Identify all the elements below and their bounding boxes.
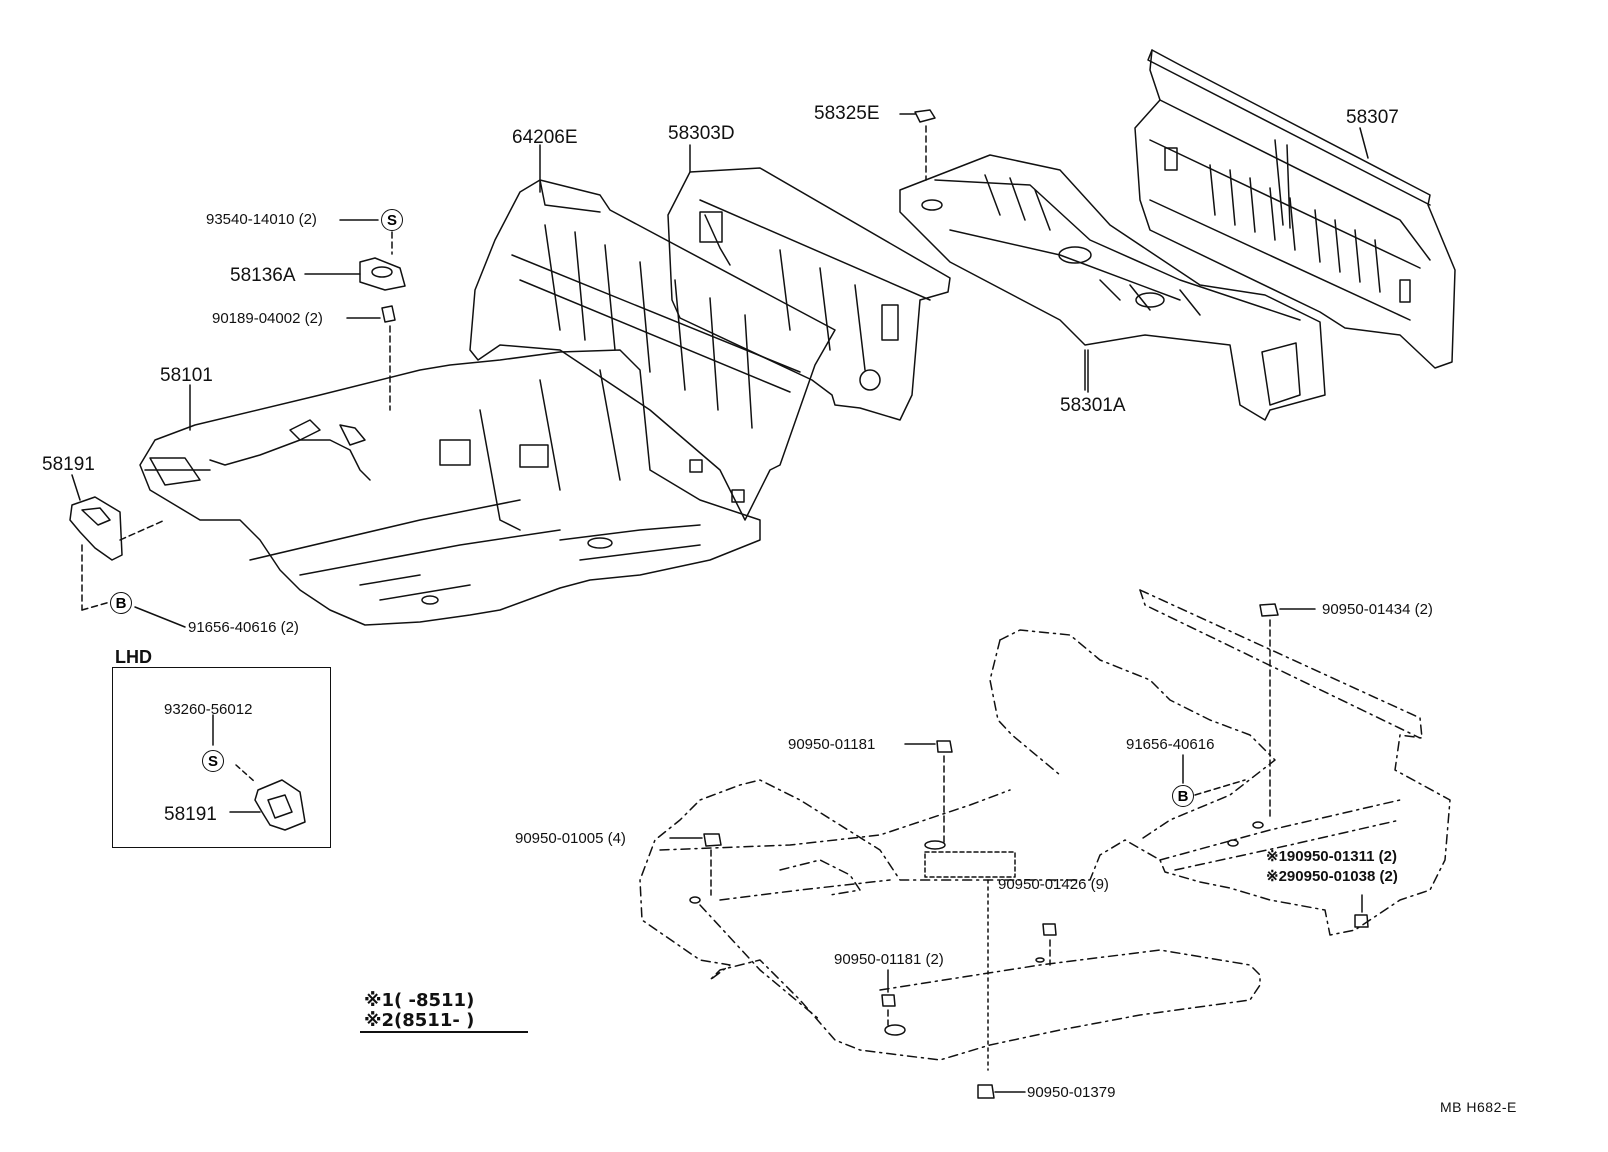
label-90950-01434: 90950-01434 (2): [1322, 601, 1433, 618]
leaders-58136a-group: [304, 219, 406, 411]
label-90950-01181-2: 90950-01181 (2): [834, 951, 944, 968]
leader-58307: [1359, 127, 1369, 159]
label-58307: 58307: [1346, 107, 1399, 128]
nut-90950-01311: [1354, 894, 1369, 928]
grommet-90950-01181-2: [881, 969, 896, 1026]
label-90950-01005: 90950-01005 (4): [515, 830, 626, 847]
label-58301a: 58301A: [1060, 395, 1126, 416]
label-58303d: 58303D: [668, 123, 735, 144]
label-90189-04002: 90189-04002 (2): [212, 310, 323, 327]
lhd-detail-drawing: [212, 714, 306, 831]
note-2: ※2(8511- ): [364, 1010, 475, 1031]
panel-58307: [1134, 49, 1456, 369]
label-91656-40616-lower: 91656-40616: [1126, 736, 1215, 753]
clip-91656-40616: [1182, 754, 1246, 796]
panel-58303d: [667, 167, 951, 421]
bracket-58191: [69, 474, 186, 628]
grommet-90950-01005: [669, 833, 722, 896]
s-symbol-lhd: S: [202, 750, 224, 772]
label-93540-14010: 93540-14010 (2): [206, 211, 317, 228]
note-underline: [360, 1031, 528, 1033]
label-90950-01181: 90950-01181: [788, 736, 876, 753]
label-58191: 58191: [42, 454, 95, 475]
diagram-code: MB H682-E: [1440, 1099, 1517, 1115]
label-90950-01311: ※190950-01311 (2): [1266, 848, 1398, 865]
label-64206e: 64206E: [512, 127, 578, 148]
grommet-90950-01181: [904, 740, 953, 846]
label-58101: 58101: [160, 365, 213, 386]
silencer-assembly-dashed: [639, 589, 1451, 1061]
label-58136a: 58136A: [230, 265, 296, 286]
label-58191-lhd: 58191: [164, 804, 217, 825]
label-58325e: 58325E: [814, 103, 880, 124]
panel-58301a: [899, 154, 1326, 421]
note-1: ※1( -8511): [364, 990, 475, 1011]
grommet-90950-01426: [987, 879, 1057, 1071]
b-symbol: B: [110, 592, 132, 614]
label-91656-40616: 91656-40616 (2): [188, 619, 299, 636]
lhd-title: LHD: [115, 647, 152, 667]
nut-90950-01379: [977, 1084, 1026, 1099]
grommet-90950-01434: [1259, 603, 1316, 821]
label-93260-56012: 93260-56012: [164, 701, 253, 718]
fastener-holes: [689, 821, 1264, 1036]
b-symbol-lower: B: [1172, 785, 1194, 807]
s-symbol: S: [381, 209, 403, 231]
plug-58325e: [899, 109, 936, 181]
panel-58101: [139, 349, 761, 626]
lhd-detail-box: [112, 667, 331, 848]
label-90950-01426: 90950-01426 (9): [998, 876, 1109, 893]
panel-64206e: [469, 179, 836, 521]
label-90950-01379: 90950-01379: [1027, 1084, 1116, 1101]
label-90950-01038: ※290950-01038 (2): [1266, 868, 1398, 885]
